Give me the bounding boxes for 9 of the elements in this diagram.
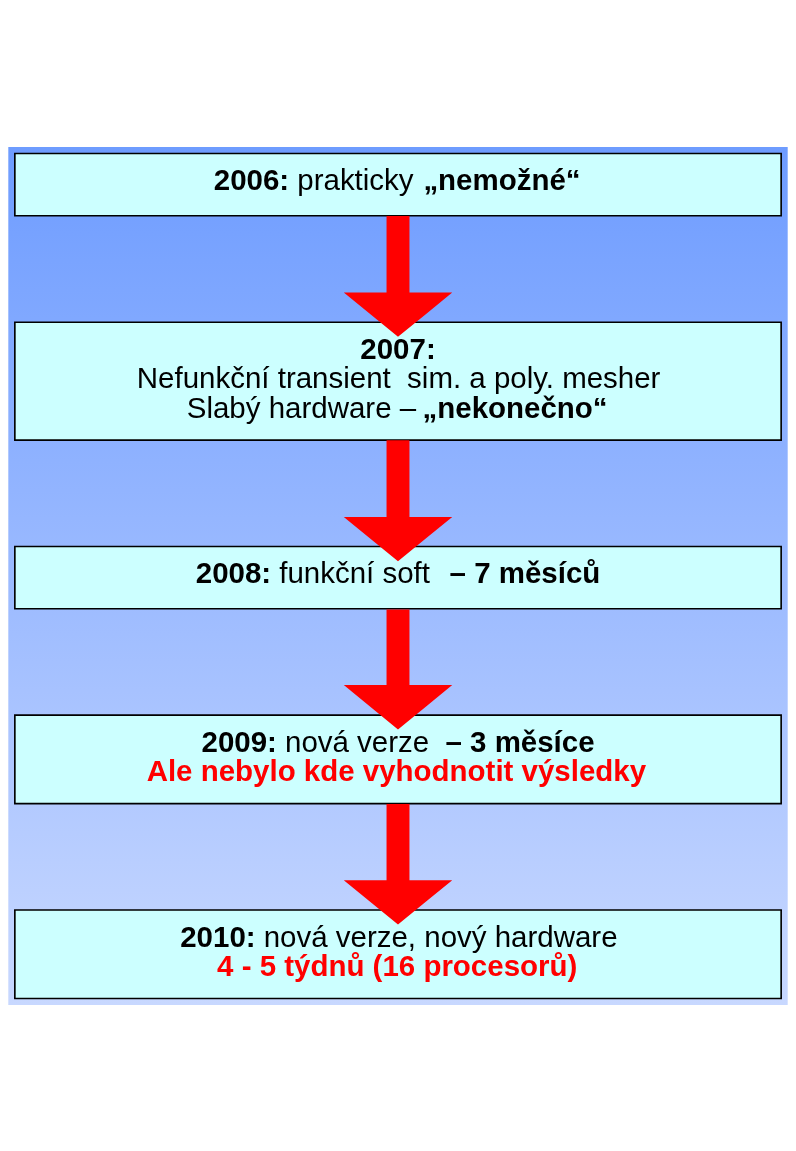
arrow [343, 803, 453, 925]
node-box: 2007: Nefunkční transient sim. a poly. mesher Slabý hardware – „nekonečno“ [14, 320, 782, 441]
arrow [343, 609, 453, 729]
node-box: 2009: nová verze – 3 měsíce Ale nebylo kde vyhodnotit výsledky [14, 713, 782, 804]
arrow [343, 439, 453, 561]
node-box: 2006: prakticky „nemožné“ [14, 152, 782, 217]
node-box: 2010: nová verze, nový hardware 4 - 5 týdnů (16 procesorů) [14, 908, 782, 999]
node-box: 2008: funkční soft – 7 měsíců [14, 545, 782, 610]
arrow [343, 215, 453, 337]
